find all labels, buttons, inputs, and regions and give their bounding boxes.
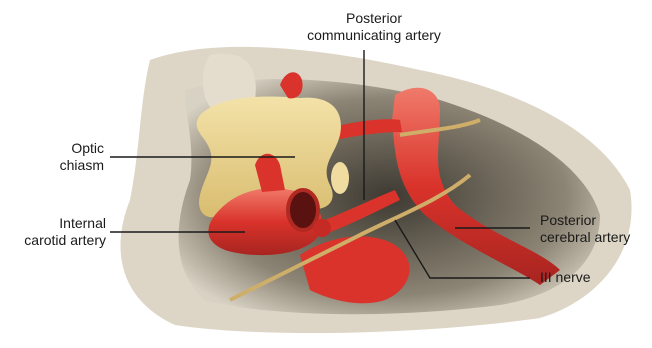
label-internal-carotid-artery: Internal carotid artery: [4, 215, 106, 249]
label-posterior-communicating-artery: Posterior communicating artery: [284, 10, 464, 44]
label-posterior-cerebral-artery: Posterior cerebral artery: [540, 212, 650, 246]
pcomm-junction: [313, 219, 331, 237]
label-iii-nerve: III nerve: [540, 269, 630, 286]
label-optic-chiasm: Optic chiasm: [40, 140, 104, 174]
chiasm-stump: [331, 162, 349, 194]
